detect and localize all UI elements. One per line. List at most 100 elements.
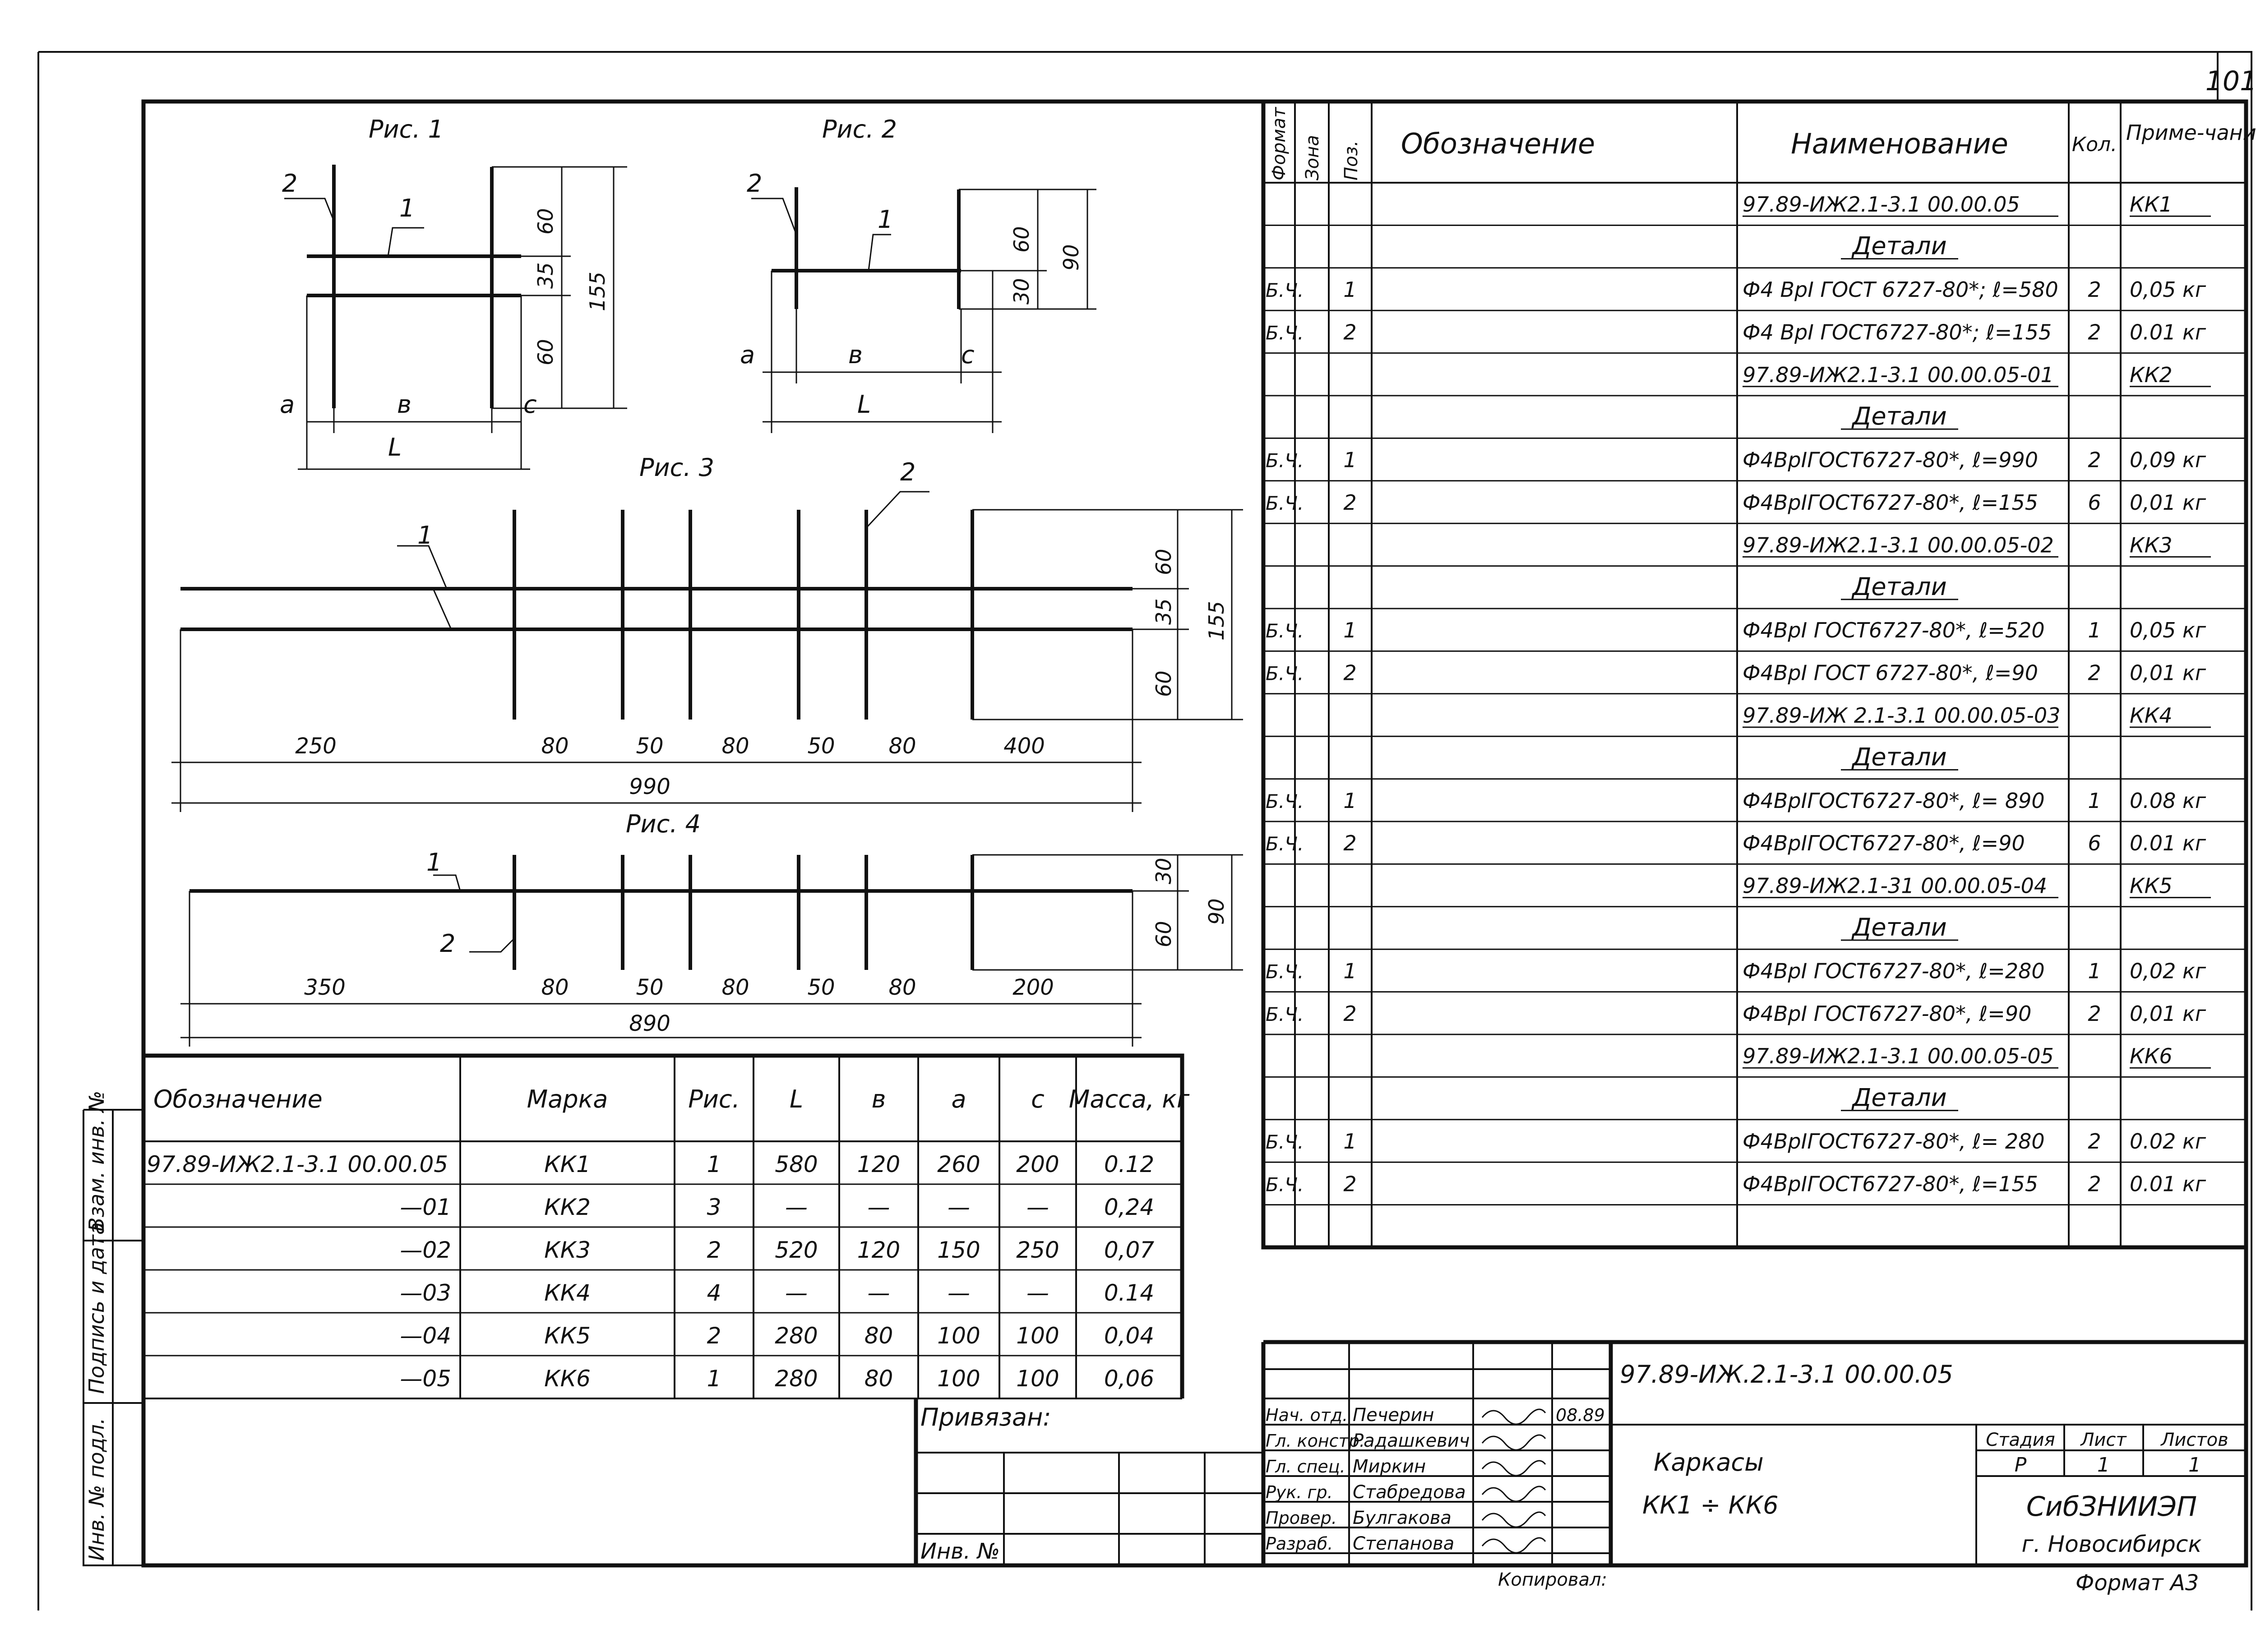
spec-format: Б.Ч.: [1266, 279, 1304, 301]
marks-cell: —: [1026, 1194, 1049, 1220]
fig4-dim-50a: 50: [636, 975, 663, 1000]
sheets-label: Листов: [2160, 1430, 2228, 1450]
signature-mark: [1481, 1511, 1546, 1528]
spec-pos: 1: [1343, 1129, 1356, 1154]
spec-name: Ф4 ВрI ГОСТ6727-80*; ℓ=155: [1743, 320, 2052, 344]
marks-header: Рис.: [688, 1085, 740, 1113]
marks-cell: —05: [400, 1366, 451, 1392]
spec-note: КК5: [2130, 874, 2173, 898]
fig2-title: Рис. 2: [822, 115, 897, 143]
marks-cell: —: [868, 1280, 890, 1306]
role-label: Нач. отд.: [1266, 1405, 1348, 1425]
side-label-vzam: Взам. инв. №: [84, 1091, 109, 1232]
marks-cell: 80: [864, 1366, 893, 1392]
marks-cell: —: [948, 1280, 970, 1306]
fig1-dim-155: 155: [585, 272, 610, 311]
fig2-dim-30: 30: [1009, 278, 1034, 305]
spec-note: 0,05 кг: [2130, 277, 2206, 302]
spec-name: Детали: [1851, 572, 1947, 601]
spec-format: Б.Ч.: [1266, 663, 1304, 685]
fig1-c: c: [523, 390, 537, 419]
spec-name: 97.89-ИЖ2.1-31 00.00.05-04: [1743, 874, 2047, 898]
fig4-pos2: 2: [440, 929, 455, 958]
spec-qty: 6: [2088, 831, 2101, 855]
marks-cell: 2: [707, 1237, 721, 1263]
marks-cell: —04: [400, 1323, 451, 1349]
spec-pos: 1: [1343, 277, 1356, 302]
spec-name: Ф4ВрIГОСТ6727-80*, ℓ=155: [1743, 1172, 2038, 1196]
side-label-podpis: Подпись и дата: [84, 1222, 109, 1394]
signature-row: Разраб.Степанова: [1266, 1533, 1546, 1554]
spec-name: 97.89-ИЖ 2.1-3.1 00.00.05-03: [1743, 703, 2060, 728]
fig3-pos2: 2: [900, 458, 915, 486]
spec-qty: 2: [2088, 661, 2101, 685]
spec-header-qty: Кол.: [2072, 133, 2117, 156]
spec-row: 97.89-ИЖ 2.1-3.1 00.00.05-03 КК4: [1263, 703, 2246, 737]
marks-cell: —03: [400, 1280, 451, 1306]
page-number: 101: [2205, 65, 2256, 97]
specification-table: Формат Зона Поз. Обозначение Наименовани…: [1261, 102, 2256, 1250]
spec-name: 97.89-ИЖ2.1-3.1 00.00.05: [1743, 192, 2020, 217]
spec-note: КК4: [2130, 703, 2173, 728]
fig4-dim-30: 30: [1151, 858, 1176, 884]
spec-name: Ф4 ВрI ГОСТ 6727-80*; ℓ=580: [1743, 277, 2058, 302]
spec-name: 97.89-ИЖ2.1-3.1 00.00.05-01: [1743, 363, 2054, 387]
fig4-dim-90: 90: [1204, 898, 1229, 925]
sheets-value: 1: [2188, 1454, 2201, 1477]
role-label: Гл. спец.: [1266, 1457, 1345, 1477]
figure-3: Рис. 3 60 35 60 155 1 2 250 80 50 80 50 …: [171, 453, 1243, 812]
marks-cell: 280: [775, 1366, 818, 1392]
spec-note: КК2: [2130, 363, 2173, 387]
fig3-pos1: 1: [417, 521, 433, 549]
title-item-range: КК1 ÷ КК6: [1642, 1491, 1779, 1519]
fig4-dim-80c: 80: [888, 975, 916, 1000]
spec-qty: 2: [2088, 1001, 2101, 1026]
marks-header: c: [1031, 1085, 1045, 1113]
spec-row: Детали: [1263, 1084, 2246, 1121]
marks-cell: 2: [707, 1323, 721, 1349]
spec-qty: 1: [2088, 789, 2101, 813]
fig3-dim-250: 250: [295, 734, 337, 759]
marks-cell: 4: [707, 1280, 721, 1306]
marks-header: в: [872, 1085, 886, 1113]
spec-qty: 2: [2088, 320, 2101, 344]
signature-mark: [1481, 1537, 1546, 1554]
spec-format: Б.Ч.: [1266, 1131, 1304, 1153]
marks-header: L: [790, 1085, 803, 1113]
spec-name: Ф4ВрI ГОСТ6727-80*, ℓ=520: [1743, 618, 2045, 642]
fig2-a: a: [740, 341, 755, 369]
person-name: Миркин: [1353, 1456, 1426, 1477]
marks-cell: 0.12: [1104, 1151, 1154, 1177]
spec-row: 97.89-ИЖ2.1-31 00.00.05-04 КК5: [1263, 874, 2246, 908]
signature-row: Рук. гр.Стабредова: [1266, 1482, 1546, 1503]
role-label: Рук. гр.: [1266, 1482, 1333, 1502]
spec-note: 0,05 кг: [2130, 618, 2206, 642]
person-name: Радашкевич: [1353, 1431, 1470, 1451]
inv-label: Инв. №: [920, 1539, 1000, 1564]
role-label: Гл. констр.: [1266, 1431, 1365, 1451]
fig2-pos2: 2: [747, 169, 762, 198]
privyazan-box: Привязан: Инв. №: [914, 1398, 1263, 1565]
marks-cell: 100: [1016, 1366, 1059, 1392]
marks-cell: 97.89-ИЖ2.1-3.1 00.00.05: [147, 1151, 448, 1177]
fig1-dim-60a: 60: [533, 208, 558, 235]
spec-name: Ф4ВрI ГОСТ 6727-80*, ℓ=90: [1743, 661, 2038, 685]
person-name: Печерин: [1353, 1405, 1434, 1426]
marks-cell: КК6: [544, 1366, 591, 1392]
fig3-dim-80c: 80: [888, 734, 916, 759]
spec-pos: 2: [1343, 661, 1356, 685]
fig3-dim-80b: 80: [721, 734, 749, 759]
marks-cell: 3: [707, 1194, 721, 1220]
spec-pos: 2: [1343, 831, 1356, 855]
signature-row: Гл. спец. Миркин: [1266, 1456, 1546, 1477]
marks-cell: 260: [937, 1151, 980, 1177]
